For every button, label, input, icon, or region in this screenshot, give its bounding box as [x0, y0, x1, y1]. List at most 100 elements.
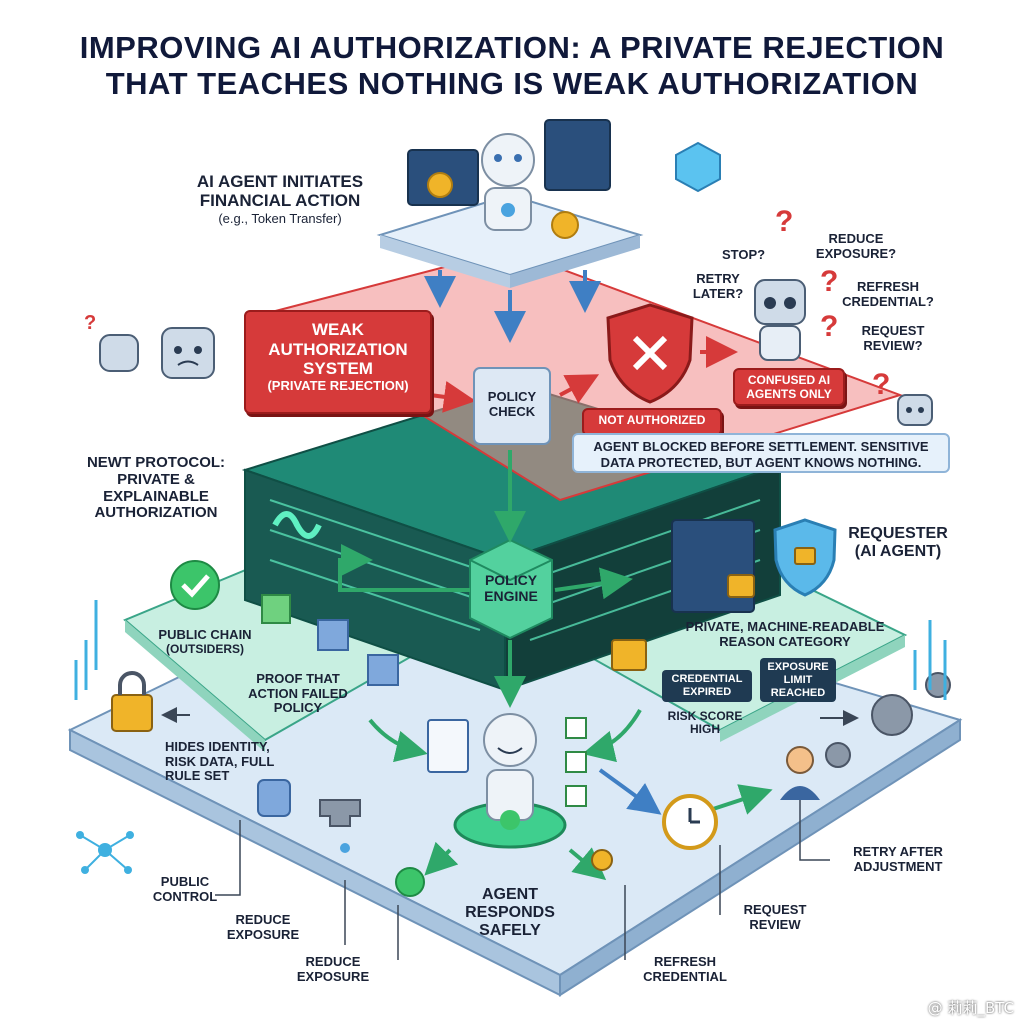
- policy-check-label: POLICY CHECK: [474, 389, 550, 419]
- policy-check-icon: [473, 367, 551, 445]
- question-review: REQUEST REVIEW?: [848, 323, 938, 353]
- code-screen-icon: [671, 519, 755, 613]
- lock-icon-hides: [111, 694, 153, 732]
- request-review-label: REQUEST REVIEW: [730, 902, 820, 932]
- not-authorized-badge: NOT AUTHORIZED: [582, 408, 722, 436]
- hides-line-2: RISK DATA, FULL: [165, 753, 275, 769]
- public-chain-icons: [170, 560, 399, 686]
- reduce-exposure-a-label: REDUCE EXPOSURE: [218, 912, 308, 942]
- question-review-line-2: REVIEW?: [863, 337, 923, 353]
- checkbox-icon-3: [565, 785, 587, 807]
- question-retry-line-1: RETRY: [696, 271, 740, 286]
- engine-line-2: ENGINE: [484, 587, 538, 604]
- rejection-shield-icon: [606, 303, 694, 404]
- newt-line-3: EXPLAINABLE: [103, 487, 209, 505]
- initiates-label: AI AGENT INITIATES FINANCIAL ACTION (e.g…: [175, 172, 385, 227]
- policy-check-line-2: CHECK: [488, 403, 536, 419]
- question-mark-icon-3: ?: [820, 310, 839, 343]
- bottom-agent-icons: [257, 713, 820, 897]
- credential-expired-line-1: CREDENTIAL: [671, 673, 743, 685]
- checkbox-icon-2: [565, 751, 587, 773]
- public-control-label: PUBLIC CONTROL: [150, 874, 220, 904]
- initiates-line-2: FINANCIAL ACTION: [199, 191, 361, 211]
- proof-line-3: POLICY: [273, 700, 323, 716]
- weak-box-line-4: (PRIVATE REJECTION): [267, 377, 409, 393]
- requester-line-2: (AI AGENT): [854, 542, 942, 560]
- question-mark-icon-1: ?: [775, 205, 794, 238]
- question-mark-icon-5: ?: [84, 312, 97, 334]
- risk-score-line-2: HIGH: [690, 722, 720, 737]
- credential-expired-line-2: EXPIRED: [682, 686, 732, 699]
- blockchain-cube-icon: [675, 141, 721, 193]
- engine-line-1: POLICY: [484, 572, 538, 588]
- exposure-limit-badge: EXPOSURE LIMIT REACHED: [760, 658, 836, 702]
- exposure-limit-line-3: REACHED: [770, 687, 826, 700]
- question-reduce-line-2: EXPOSURE?: [815, 245, 897, 261]
- weak-box-line-1: WEAK: [312, 320, 364, 339]
- database-icon: [257, 779, 291, 817]
- question-retry: RETRY LATER?: [683, 271, 753, 301]
- proof-label: PROOF THAT ACTION FAILED POLICY: [228, 671, 368, 716]
- agent-line-2: RESPONDS: [465, 903, 555, 921]
- key-icon: [591, 849, 613, 871]
- confused-line-1: CONFUSED AI: [747, 373, 831, 387]
- checklist-icon: [427, 719, 469, 773]
- sad-robots-left-icon: [99, 327, 215, 379]
- question-refresh-line-2: CREDENTIAL?: [842, 293, 934, 309]
- question-mark-icon-4: ?: [872, 368, 891, 401]
- retry-line-2: ADJUSTMENT: [853, 858, 943, 874]
- request-review-line-2: REVIEW: [749, 916, 801, 932]
- policy-check-line-1: POLICY: [487, 389, 537, 404]
- credential-expired-badge: CREDENTIAL EXPIRED: [662, 670, 752, 702]
- gear-icon: [427, 172, 453, 198]
- question-mark-icon-2: ?: [820, 265, 839, 298]
- refresh-line-2: CREDENTIAL: [643, 968, 727, 984]
- agent-line-3: SAFELY: [479, 921, 541, 939]
- initiates-line-1: AI AGENT INITIATES: [196, 172, 364, 191]
- policy-engine-label: POLICY ENGINE: [470, 572, 552, 604]
- watermark: @ 莉莉_BTC: [927, 999, 1014, 1017]
- flow-arrows-green: [161, 450, 859, 881]
- check-circle-icon: [395, 867, 425, 897]
- refresh-line-1: REFRESH: [653, 954, 717, 969]
- proof-line-1: PROOF THAT: [256, 671, 340, 686]
- reduce-exposure-a-line-2: EXPOSURE: [226, 926, 300, 942]
- weak-authorization-box: WEAK AUTHORIZATION SYSTEM (PRIVATE REJEC…: [244, 310, 432, 414]
- exposure-limit-line-1: EXPOSURE: [767, 661, 829, 673]
- question-reduce-line-1: REDUCE: [828, 231, 884, 246]
- newt-protocol-label: NEWT PROTOCOL: PRIVATE & EXPLAINABLE AUT…: [70, 454, 242, 522]
- requester-label: REQUESTER (AI AGENT): [838, 525, 958, 561]
- risk-score-line-1: RISK SCORE: [667, 709, 743, 723]
- confused-line-2: AGENTS ONLY: [746, 387, 832, 402]
- gear-icon-right: [871, 694, 913, 736]
- public-chain-line-1: PUBLIC CHAIN: [158, 627, 252, 642]
- leader-lines: [215, 800, 830, 960]
- proof-line-2: ACTION FAILED: [248, 685, 348, 701]
- gear-icon-2: [551, 211, 579, 239]
- robot-head-icon: [481, 133, 535, 187]
- hides-line-3: RULE SET: [165, 768, 230, 784]
- agent-blocked-note: AGENT BLOCKED BEFORE SETTLEMENT. SENSITI…: [572, 433, 950, 473]
- public-control-line-1: PUBLIC: [160, 874, 210, 889]
- side-decor: [74, 600, 947, 874]
- lock-icon-requester: [727, 574, 755, 598]
- reduce-exposure-a-line-1: REDUCE: [235, 912, 291, 927]
- public-chain-label: PUBLIC CHAIN (OUTSIDERS): [140, 627, 270, 656]
- agent-responds-label: AGENT RESPONDS SAFELY: [452, 886, 568, 940]
- agent-line-1: AGENT: [482, 886, 538, 903]
- newt-line-1: NEWT PROTOCOL:: [86, 454, 226, 471]
- reduce-exposure-b-line-1: REDUCE: [305, 954, 361, 969]
- faucet-icon: [319, 799, 361, 827]
- requester-line-1: REQUESTER: [848, 525, 948, 542]
- weak-box-line-3: SYSTEM: [303, 359, 373, 379]
- hides-line-1: HIDES IDENTITY,: [165, 739, 270, 754]
- weak-box-line-2: AUTHORIZATION: [268, 339, 408, 359]
- question-stop: STOP?: [722, 247, 766, 262]
- title-line-1: IMPROVING AI AUTHORIZATION: A PRIVATE RE…: [79, 30, 945, 65]
- question-reduce-exposure: REDUCE EXPOSURE?: [806, 231, 906, 261]
- private-reason-line-1: PRIVATE, MACHINE-READABLE: [685, 619, 885, 634]
- blocked-line-1: AGENT BLOCKED BEFORE SETTLEMENT. SENSITI…: [593, 439, 929, 454]
- exposure-limit-line-2: LIMIT: [783, 674, 813, 687]
